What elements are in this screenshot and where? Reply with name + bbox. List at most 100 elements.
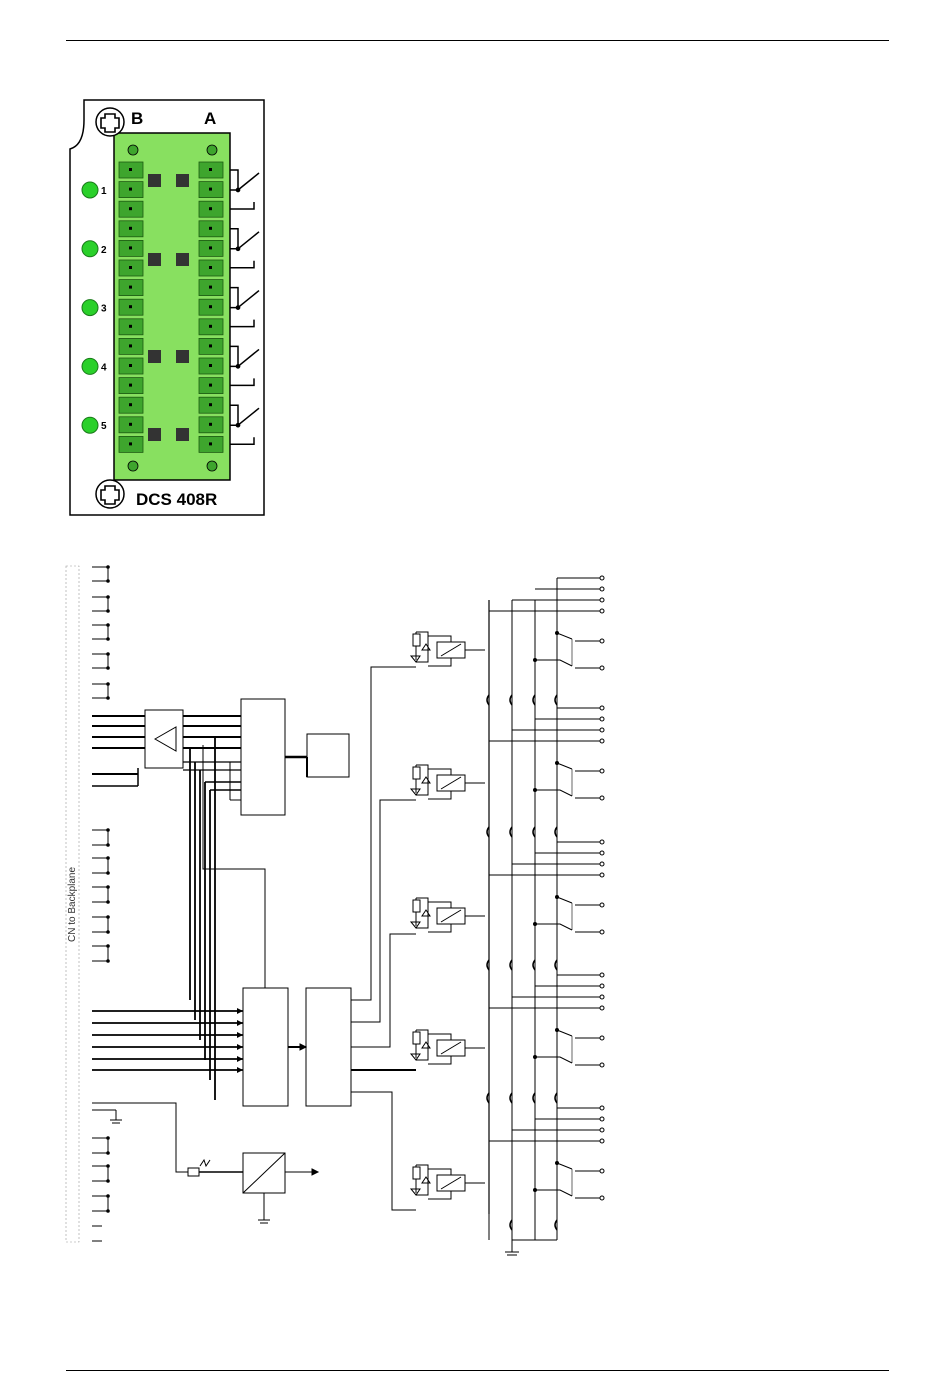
link-break — [510, 960, 512, 970]
link-break — [555, 1220, 557, 1230]
output-terminal — [600, 903, 604, 907]
terminal-screw — [209, 403, 212, 406]
terminal-screw — [209, 286, 212, 289]
junction-node — [556, 1162, 559, 1165]
relay-wire — [428, 658, 451, 666]
link-break — [533, 695, 535, 705]
pin-node — [107, 566, 110, 569]
link-break — [533, 1093, 535, 1103]
module-front-view: B A DCS 408R 12345 — [0, 0, 950, 560]
coil-diagonal — [441, 777, 461, 789]
status-led-5 — [82, 417, 98, 433]
relay-wire — [416, 898, 428, 928]
bus-buffer — [145, 710, 183, 768]
relay-feed — [351, 800, 416, 1022]
relay-wire — [428, 924, 451, 932]
bottom-screw-icon[interactable] — [96, 480, 124, 508]
pin-node — [107, 580, 110, 583]
power-converter — [243, 1153, 318, 1223]
arrow-head — [300, 1044, 306, 1050]
contact-arm — [535, 660, 600, 668]
output-terminal — [600, 1006, 604, 1010]
coil-diagonal — [441, 644, 461, 656]
terminal-screw — [129, 266, 132, 269]
relay-wire — [416, 632, 428, 662]
terminal-screw — [129, 305, 132, 308]
logic-block-small — [307, 734, 349, 777]
top-screw-icon[interactable] — [96, 108, 124, 136]
terminal-screw — [209, 384, 212, 387]
backplane-connector — [66, 566, 79, 1242]
link-break — [510, 1220, 512, 1230]
junction-node — [556, 1029, 559, 1032]
bottom-rule — [66, 1370, 889, 1371]
output-terminal — [600, 739, 604, 743]
diode-icon — [422, 777, 430, 783]
link-break — [510, 1093, 512, 1103]
coil-diagonal — [441, 1042, 461, 1054]
output-terminal — [600, 639, 604, 643]
pin-node — [107, 931, 110, 934]
wire — [203, 745, 265, 988]
contact-node — [236, 188, 239, 191]
mount-hole — [128, 145, 138, 155]
terminal-connector — [199, 182, 223, 198]
output-terminal — [600, 862, 604, 866]
mount-hole — [128, 461, 138, 471]
terminal-connector — [119, 280, 143, 296]
output-terminal — [600, 728, 604, 732]
relay-channel-2 — [411, 765, 485, 799]
resistor-icon — [413, 634, 420, 646]
link-break — [487, 1093, 489, 1103]
pin-node — [107, 872, 110, 875]
terminal-screw — [129, 168, 132, 171]
terminal-screw — [209, 423, 212, 426]
pin-node — [107, 697, 110, 700]
pin-node — [107, 1152, 110, 1155]
diode-icon — [422, 910, 430, 916]
terminal-connector — [119, 201, 143, 217]
relay-wire — [428, 1034, 451, 1040]
terminal-screw — [209, 246, 212, 249]
resistor-icon — [413, 767, 420, 779]
terminal-connector — [199, 240, 223, 256]
led-number: 4 — [101, 362, 107, 373]
pin-node — [107, 638, 110, 641]
junction-node — [534, 659, 537, 662]
pin-node — [107, 1210, 110, 1213]
coil-diagonal — [441, 1177, 461, 1189]
relay-channel-1 — [411, 632, 485, 666]
relay-coil — [437, 775, 465, 791]
output-terminal — [600, 769, 604, 773]
terminal-connector — [199, 319, 223, 335]
junction-node — [556, 762, 559, 765]
output-terminal — [600, 1117, 604, 1121]
terminal-connector — [119, 417, 143, 433]
pin-node — [107, 960, 110, 963]
coil-diagonal — [441, 910, 461, 922]
resistor-icon — [413, 900, 420, 912]
output-terminal — [600, 1196, 604, 1200]
terminal-connector — [119, 240, 143, 256]
output-terminal — [600, 609, 604, 613]
module-name: DCS 408R — [136, 490, 217, 509]
pin-node — [107, 610, 110, 613]
relay-wire — [428, 791, 451, 799]
pin-node — [107, 596, 110, 599]
contact-node — [236, 247, 239, 250]
arrow-head — [237, 1044, 243, 1050]
output-terminal — [600, 984, 604, 988]
relay-wire — [428, 1169, 451, 1175]
led-diode-icon — [411, 1054, 420, 1060]
pin-node — [107, 945, 110, 948]
terminal-connector — [199, 201, 223, 217]
output-group-1 — [489, 576, 604, 670]
terminal-screw — [129, 227, 132, 230]
led-diode-icon — [411, 922, 420, 928]
pin-node — [107, 1195, 110, 1198]
pin-node — [107, 1180, 110, 1183]
output-terminal — [600, 840, 604, 844]
terminal-connector — [199, 221, 223, 237]
terminal-connector — [199, 358, 223, 374]
terminal-connector — [119, 436, 143, 452]
